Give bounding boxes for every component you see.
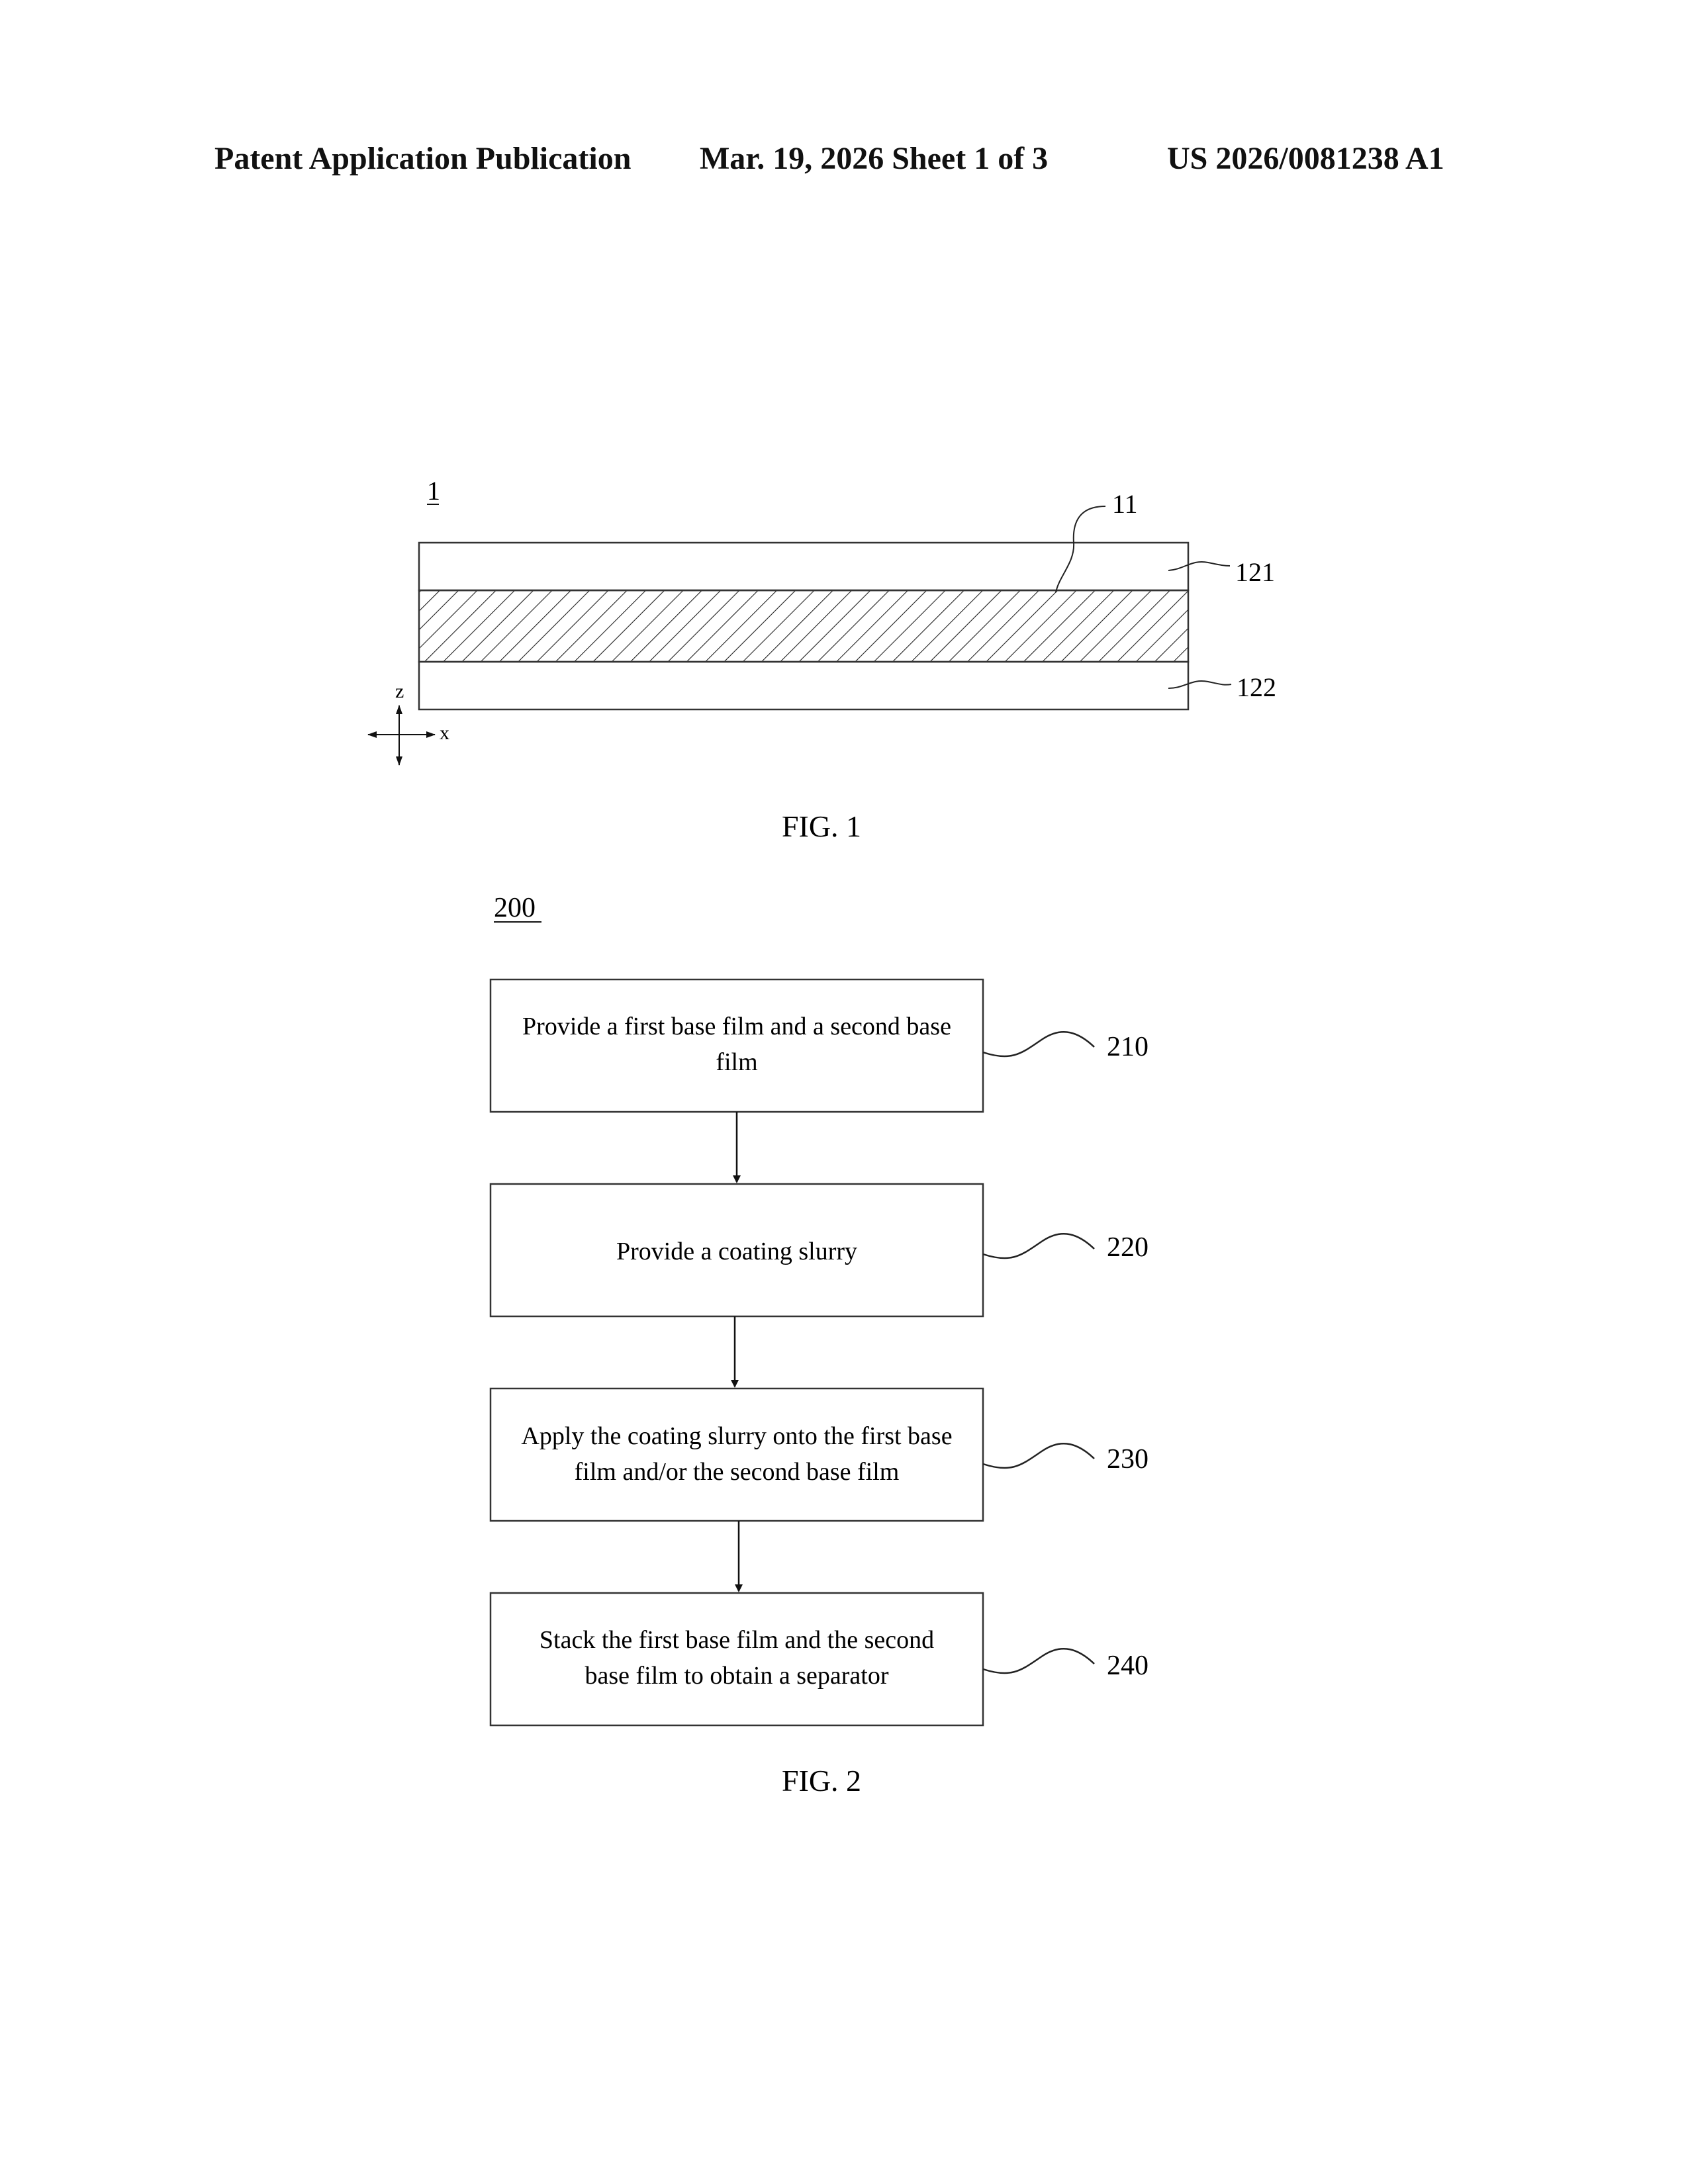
axis-x-label: x [440,722,449,744]
step-240-text-line1: Stack the first base film and the second [539,1626,934,1654]
step-230-text-line2: film and/or the second base film [575,1458,900,1486]
step-220-text-line1: Provide a coating slurry [616,1238,857,1265]
step-240-box [491,1593,983,1725]
step-230-text-line1: Apply the coating slurry onto the first … [521,1422,952,1450]
step-230-ref: 230 [1107,1444,1149,1475]
step-220-ref: 220 [1107,1232,1149,1263]
step-240-ref: 240 [1107,1651,1149,1681]
fig1-ref-11: 11 [1112,489,1138,519]
step-230-box [491,1388,983,1521]
fig1-separator-diagram: 1 11 121 122 z x FIG. 1 [368,476,1276,843]
layer-11-coating [419,590,1188,662]
fig1-ref-main: 1 [427,476,440,506]
step-210-text-line2: film [716,1048,757,1076]
leader-line-210 [983,1032,1094,1056]
step-210-box [491,979,983,1112]
axis-z-label: z [395,680,404,702]
fig1-ref-121: 121 [1235,557,1275,587]
fig2-caption: FIG. 2 [782,1764,861,1797]
leader-line-240 [983,1649,1094,1673]
fig1-caption: FIG. 1 [782,809,861,843]
leader-line-220 [983,1234,1094,1258]
step-210-ref: 210 [1107,1032,1149,1062]
fig2-ref-main: 200 [494,893,536,923]
step-240-text-line2: base film to obtain a separator [585,1662,888,1690]
step-210-text-line1: Provide a first base film and a second b… [522,1013,951,1040]
fig1-ref-122: 122 [1237,672,1276,702]
fig2-method-flowchart: 200 Provide a first base film and a seco… [491,893,1149,1797]
leader-line-230 [983,1443,1094,1468]
layer-122-bottom-base-film [419,662,1188,709]
